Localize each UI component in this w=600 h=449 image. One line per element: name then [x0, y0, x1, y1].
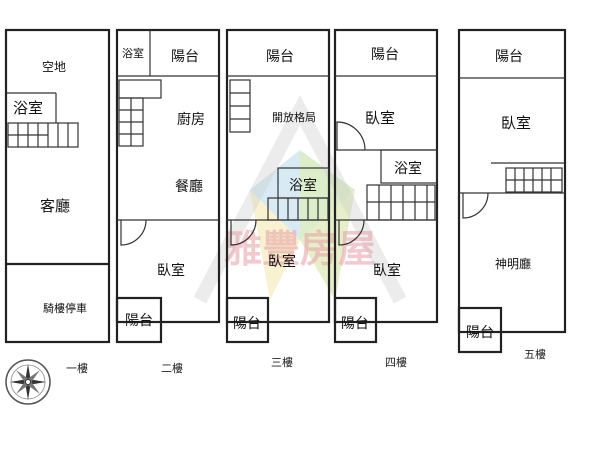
floor-caption: 五樓	[524, 347, 546, 361]
room-dining-room: 餐廳	[175, 178, 203, 195]
room-balcony: 陽台	[125, 313, 153, 329]
room-balcony: 陽台	[233, 316, 261, 332]
floor-1: 空地 浴室 客廳 騎樓停車 一樓	[4, 28, 111, 375]
floor-caption: 三樓	[271, 355, 293, 369]
floor-1-stairs	[7, 122, 79, 148]
floor-4-door-swing	[338, 219, 365, 246]
floor-2: 浴室 陽台 廚房 餐廳 臥室 陽台 二樓	[115, 28, 221, 375]
room-balcony: 陽台	[371, 47, 399, 63]
room-bedroom: 臥室	[268, 253, 296, 270]
room-bathroom: 浴室	[122, 46, 144, 60]
room-bedroom: 臥室	[365, 109, 395, 127]
floor-2-outline	[115, 28, 221, 324]
room-arcade-parking: 騎樓停車	[43, 301, 87, 315]
compass-rose-icon	[5, 359, 51, 405]
floor-5-door-swing	[462, 192, 489, 219]
room-bedroom: 臥室	[157, 262, 185, 279]
floor-4-door-swing	[336, 121, 366, 151]
watermark-shape-green	[300, 150, 355, 240]
room-kitchen: 廚房	[177, 111, 205, 128]
floor-5: 陽台 臥室 神明廳 陽台 五樓	[457, 28, 567, 361]
floor-3: 陽台 開放格局 浴室 臥室 陽台 三樓	[225, 28, 331, 369]
room-shrine-hall: 神明廳	[495, 256, 531, 271]
watermark-shape-yellow	[250, 190, 300, 300]
watermark-roof	[193, 94, 407, 304]
room-living-room: 客廳	[40, 197, 70, 215]
floor-3-stairs	[229, 79, 329, 221]
room-balcony: 陽台	[466, 325, 494, 341]
floor-caption: 二樓	[161, 361, 183, 375]
floor-3-balcony-box	[225, 296, 270, 344]
floor-2-balcony-box	[115, 296, 163, 344]
floor-2-stairs	[118, 79, 162, 147]
room-balcony: 陽台	[171, 49, 199, 65]
room-bathroom: 浴室	[289, 177, 317, 194]
floor-4-balcony-box	[333, 296, 378, 344]
watermark-text: 雅豐房屋	[224, 227, 376, 271]
room-bedroom: 臥室	[373, 262, 401, 279]
room-balcony: 陽台	[495, 49, 523, 65]
floor-caption: 四樓	[385, 355, 407, 369]
room-open-space: 空地	[42, 60, 66, 74]
floor-2-door-swing	[120, 219, 147, 246]
floor-4-bathroom-box	[380, 149, 438, 184]
room-balcony: 陽台	[266, 49, 294, 65]
floor-5-balcony-box	[457, 306, 503, 354]
room-bathroom: 浴室	[394, 160, 422, 177]
floor-4-stairs	[366, 184, 436, 221]
floor-3-door-swing	[230, 219, 257, 246]
room-bedroom: 臥室	[501, 114, 531, 132]
floor-5-stairs	[505, 167, 563, 193]
watermark-shape-lime	[300, 190, 355, 300]
room-open-layout: 開放格局	[272, 110, 316, 124]
floor-caption: 一樓	[66, 361, 88, 375]
floor-4: 陽台 臥室 浴室 臥室 陽台 四樓	[333, 28, 439, 369]
room-balcony: 陽台	[341, 316, 369, 332]
room-bathroom: 浴室	[13, 99, 43, 117]
floor-5-outline	[457, 28, 567, 334]
floor-1-outline	[4, 28, 111, 344]
watermark: 雅豐房屋	[193, 94, 407, 304]
